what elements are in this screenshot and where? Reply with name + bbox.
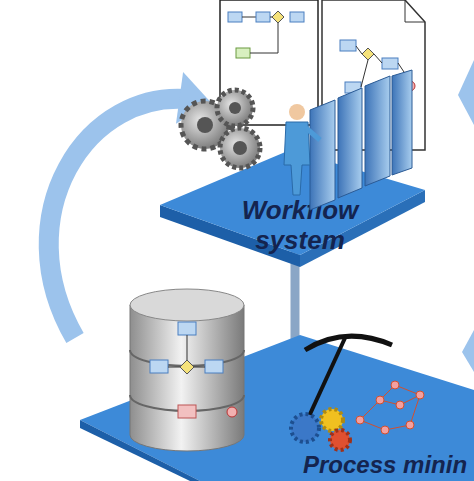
gear-icon [291, 409, 350, 450]
arrow-head [176, 72, 211, 124]
tile-face [80, 335, 474, 481]
tile-face [160, 150, 425, 255]
cycle-arrow-fragment [462, 330, 474, 372]
platform-tile: Workflow system [160, 95, 430, 270]
pickaxe-icon [305, 336, 392, 425]
server-rack [310, 70, 412, 210]
database-cylinder [130, 289, 244, 451]
node-label: Process minin [303, 451, 473, 479]
process-document [220, 0, 318, 125]
cycle-arrow-fragment [458, 60, 474, 125]
gear-icon [181, 90, 260, 168]
person-icon [284, 104, 320, 195]
tile-face [80, 420, 200, 481]
platform-tile: Process minin [75, 318, 474, 481]
process-network [356, 381, 424, 434]
process-document [322, 0, 425, 150]
node-label: Workflow system [215, 195, 385, 255]
